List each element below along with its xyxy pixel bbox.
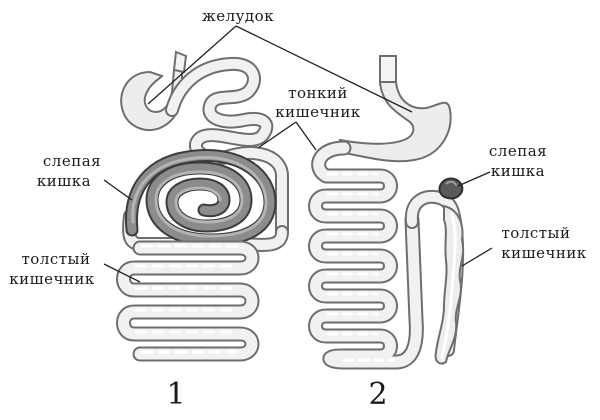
leader-stomach-2 xyxy=(235,25,413,113)
label-small-intestine-line2: кишечник xyxy=(275,103,361,121)
label-caecum-right-line2: кишка xyxy=(491,162,545,180)
label-caecum-left-line1: слепая xyxy=(43,152,101,170)
figure-number-1: 1 xyxy=(166,377,185,412)
label-large-intestine-left-line1: толстый xyxy=(22,250,91,268)
figure-1-caecum-spiral xyxy=(125,149,277,247)
label-caecum-right-line1: слепая xyxy=(489,142,547,160)
label-large-intestine-right-line1: толстый xyxy=(502,224,571,242)
figure-2-digestive-tract xyxy=(308,55,465,370)
leader-large-intestine-right xyxy=(461,247,493,267)
label-small-intestine-line1: тонкий xyxy=(288,84,348,102)
leader-large-intestine-left xyxy=(103,263,141,283)
figure-2-stomach xyxy=(339,55,452,163)
figure-1-stomach xyxy=(120,50,188,131)
figure-2-large-intestine xyxy=(404,189,465,365)
figure-1-digestive-tract xyxy=(116,50,289,362)
labels: желудок тонкий кишечник слепая кишка тол… xyxy=(9,7,587,412)
leader-caecum-right xyxy=(457,171,491,187)
figure-2-small-intestine xyxy=(308,140,424,370)
leader-caecum-left xyxy=(103,179,133,201)
figure-1-large-intestine-loops xyxy=(116,240,260,362)
label-caecum-left-line2: кишка xyxy=(37,172,91,190)
label-large-intestine-right-line2: кишечник xyxy=(501,244,587,262)
figure-number-2: 2 xyxy=(368,377,387,412)
label-stomach: желудок xyxy=(202,7,274,25)
leader-small-intestine-1 xyxy=(257,121,297,149)
leader-small-intestine-2 xyxy=(295,121,317,151)
leader-stomach-1 xyxy=(147,25,237,105)
leader-lines xyxy=(103,25,493,283)
label-large-intestine-left-line2: кишечник xyxy=(9,270,95,288)
figure-2-caecum xyxy=(438,177,464,200)
